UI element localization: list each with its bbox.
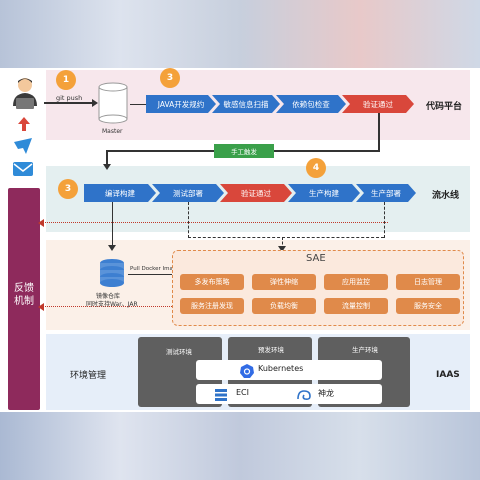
sae-service-multi-release[interactable]: 多发布策略	[180, 274, 244, 290]
master-to-steps-arrow	[130, 104, 150, 105]
step-java-spec: JAVA开发规约	[146, 95, 216, 113]
feedback-bar	[8, 188, 40, 410]
mirror-repo-icon	[98, 258, 126, 288]
kubernetes-label: Kubernetes	[258, 364, 304, 373]
compute-bar	[196, 384, 382, 404]
verified-down-line	[378, 113, 380, 151]
blurred-top-band	[0, 0, 480, 68]
code-platform-title: 代码平台	[426, 102, 463, 112]
master-database-icon	[98, 82, 128, 124]
env-label-prod: 生产环境	[352, 346, 378, 354]
sae-service-logging[interactable]: 日志管理	[396, 274, 460, 290]
to-sae-arrowhead	[278, 246, 286, 252]
git-push-arrowhead	[92, 99, 98, 107]
sae-title: SAE	[306, 253, 326, 264]
eci-label: ECI	[236, 388, 249, 397]
feedback-label: 反馈机制	[14, 283, 34, 307]
step-dependency-check: 依赖包检查	[276, 95, 346, 113]
git-push-arrow	[44, 102, 96, 104]
step-prod-build: 生产构建	[288, 184, 360, 202]
shenlong-icon	[296, 387, 312, 401]
env-management-title: 环境管理	[70, 371, 107, 381]
step-code-verified: 验证通过	[342, 95, 414, 113]
up-arrow-icon	[14, 116, 34, 131]
trigger-to-pipeline-line	[106, 150, 214, 152]
dingtalk-icon	[12, 136, 34, 156]
step-sensitive-scan: 敏感信息扫描	[212, 95, 280, 113]
feedback-dotted-line-top	[42, 222, 388, 223]
code-step-number: 3	[160, 68, 180, 88]
pipeline-step-number-right: 4	[306, 158, 326, 178]
sae-service-discovery[interactable]: 服务注册发现	[180, 298, 244, 314]
to-sae-dash-line	[282, 237, 283, 249]
env-label-test: 测试环境	[166, 348, 192, 356]
build-to-mirror-line	[112, 202, 113, 248]
feedback-arrowhead-top	[38, 219, 44, 227]
blurred-bottom-band	[0, 412, 480, 480]
step-compile-build: 编译构建	[84, 184, 156, 202]
pipeline-step-number-left: 3	[58, 179, 78, 199]
git-push-label: git push	[56, 94, 83, 102]
test-deploy-dash-line	[188, 202, 189, 238]
server-icon	[214, 387, 228, 401]
step-test-deploy: 测试部署	[152, 184, 224, 202]
feedback-arrowhead-mid	[38, 303, 44, 311]
pipeline-title: 流水线	[432, 191, 460, 201]
pipeline-arrowhead	[103, 164, 111, 170]
sae-service-security[interactable]: 服务安全	[396, 298, 460, 314]
sae-service-traffic-control[interactable]: 流量控制	[324, 298, 388, 314]
master-label: Master	[102, 128, 123, 135]
sae-service-load-balance[interactable]: 负载均衡	[252, 298, 316, 314]
developer-icon	[10, 76, 40, 112]
kubernetes-icon	[240, 363, 254, 378]
iaas-title: IAAS	[436, 370, 460, 380]
pull-image-arrow	[128, 274, 172, 275]
mirror-repo-label: 镜像仓库	[96, 293, 121, 300]
git-step-number: 1	[56, 70, 76, 90]
pipeline-down-line	[106, 150, 108, 166]
shenlong-label: 神龙	[318, 389, 334, 398]
build-to-mirror-arrowhead	[108, 245, 116, 251]
prod-deploy-dash-line	[384, 202, 385, 238]
verified-to-trigger-line	[272, 150, 380, 152]
sae-service-autoscale[interactable]: 弹性伸缩	[252, 274, 316, 290]
mail-icon	[13, 162, 33, 176]
env-label-staging: 预发环境	[258, 346, 284, 354]
step-pipeline-verified: 验证通过	[220, 184, 292, 202]
deploy-dash-horizontal	[188, 237, 384, 238]
mirror-support-label: 同时支持War、JAR	[86, 301, 138, 308]
pull-image-label: Pull Docker Image	[130, 266, 180, 272]
sae-service-monitoring[interactable]: 应用监控	[324, 274, 388, 290]
manual-trigger-badge[interactable]: 手工触发	[214, 144, 274, 158]
step-prod-deploy: 生产部署	[356, 184, 416, 202]
feedback-dotted-line-mid	[42, 306, 176, 307]
